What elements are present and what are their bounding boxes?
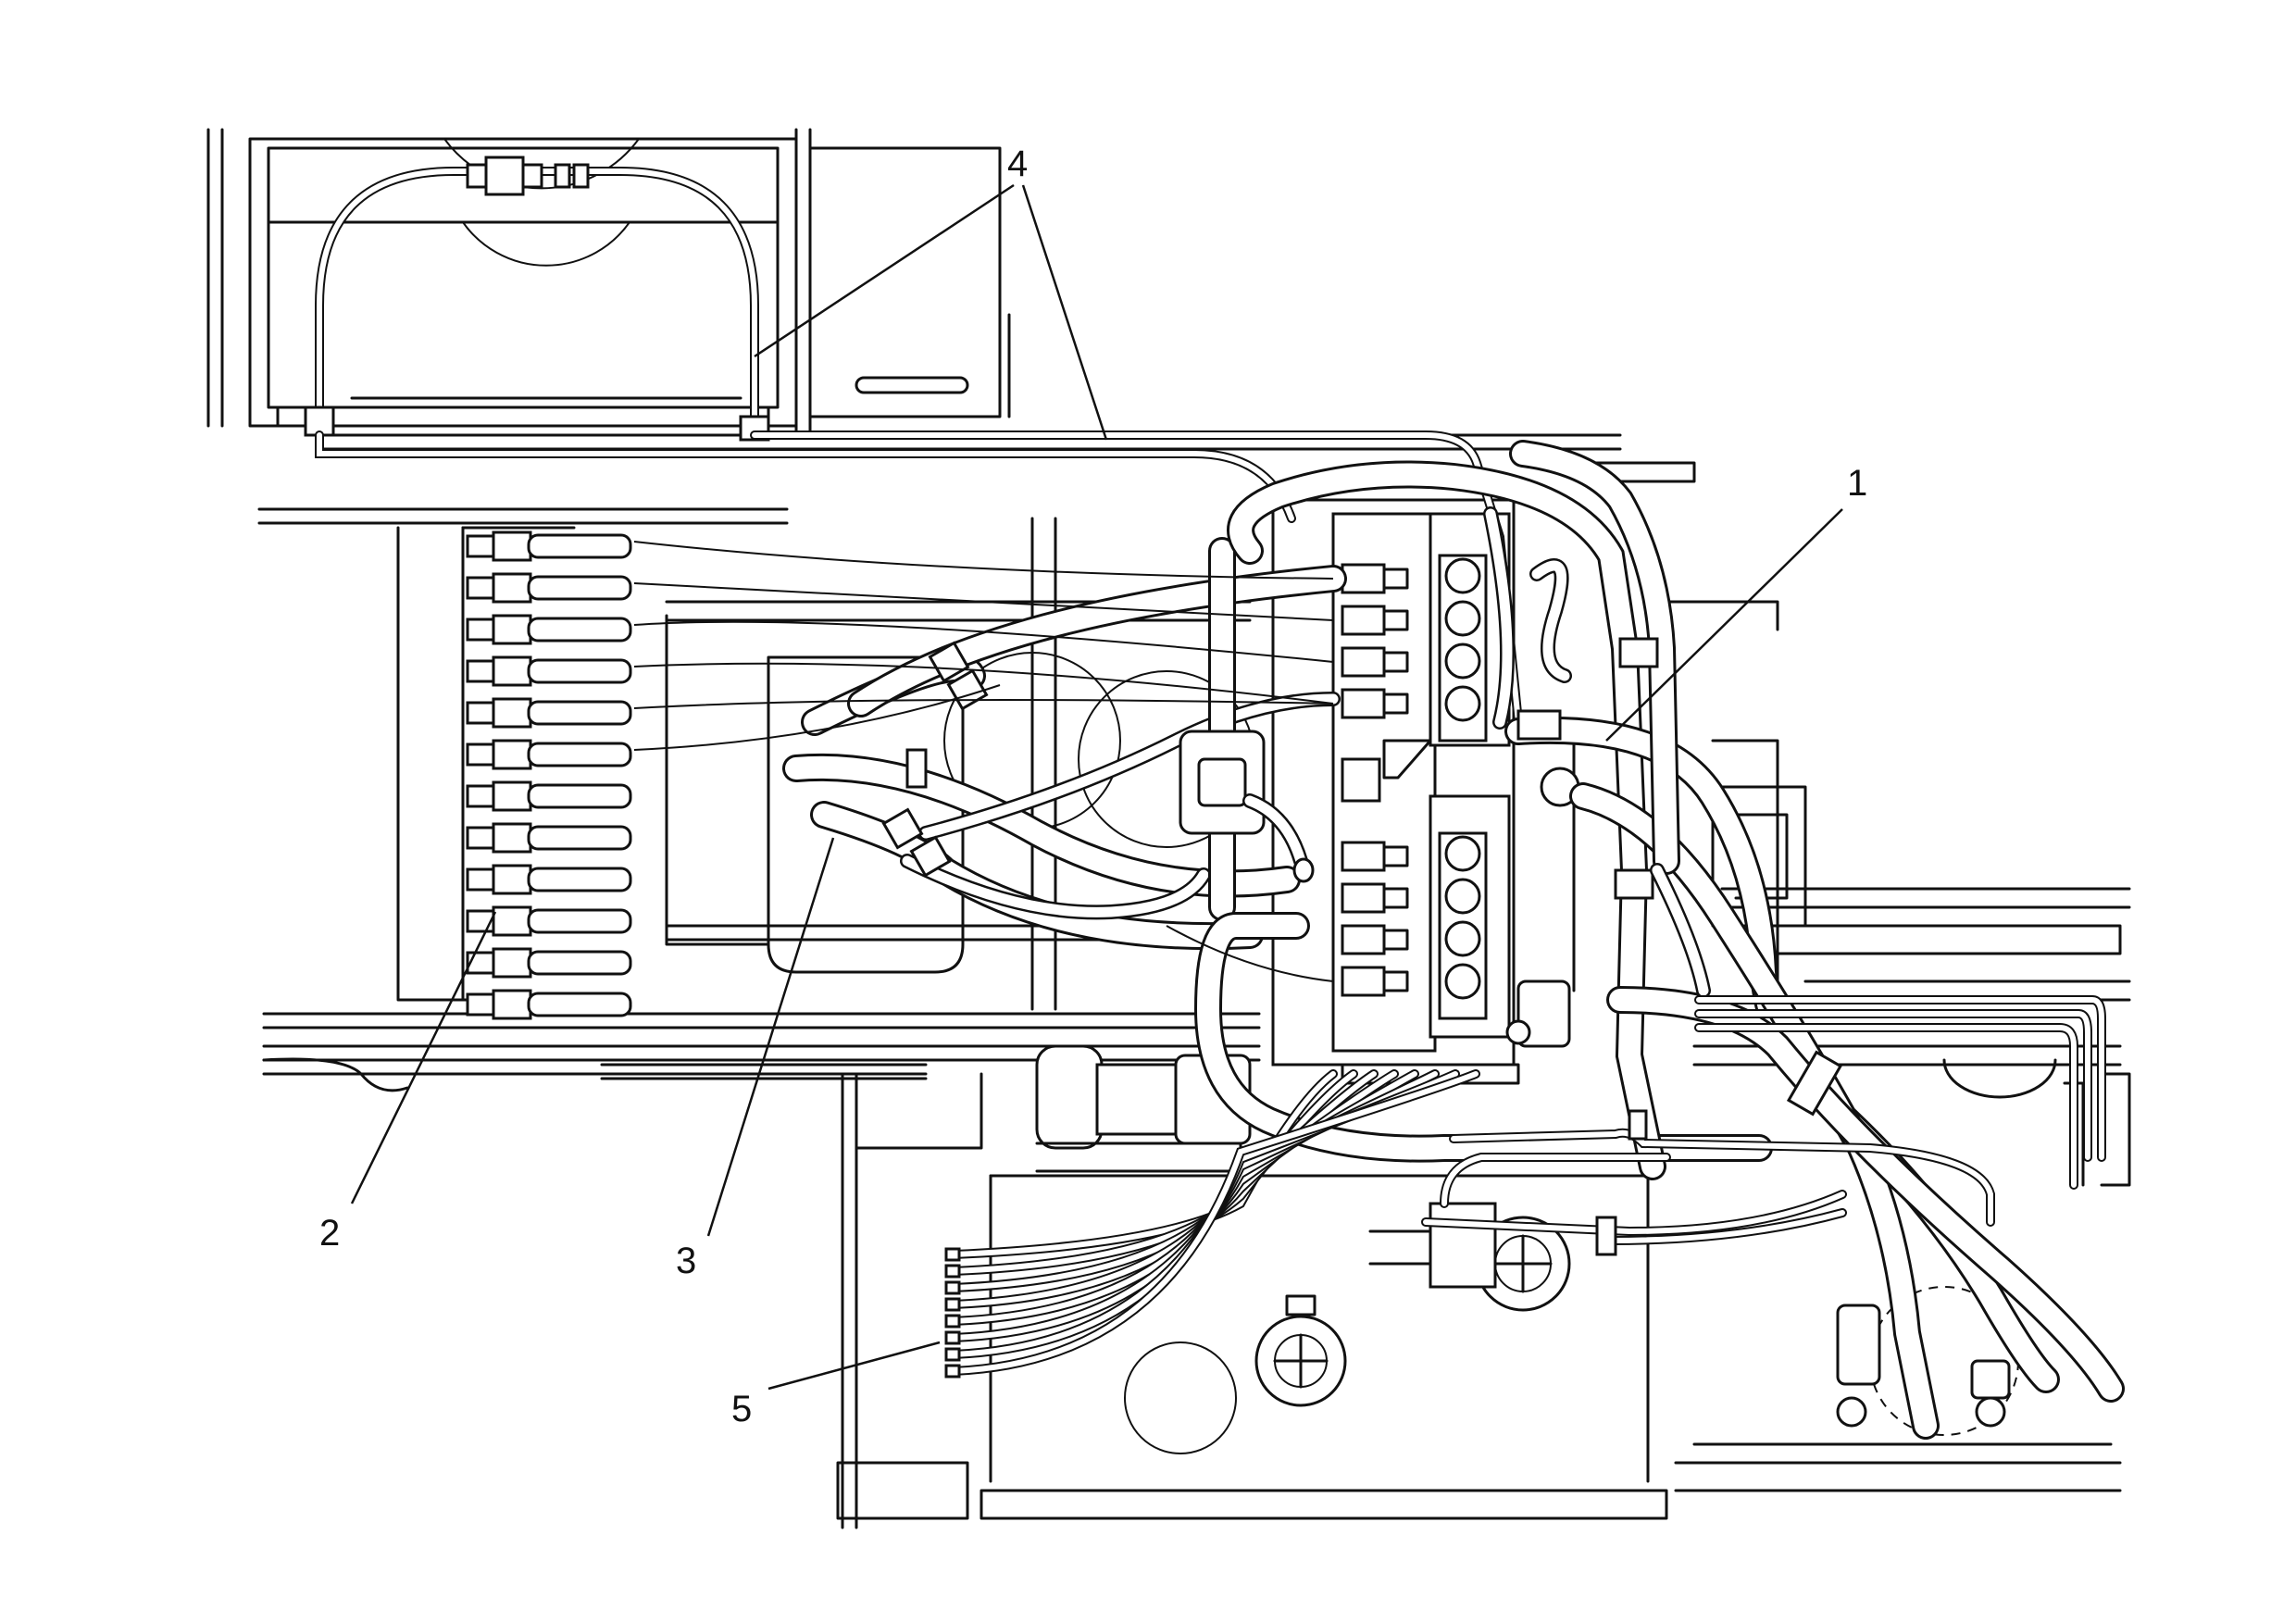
tube-bundle-end-fitting: [944, 1297, 961, 1312]
connector-bank-sleeve: [527, 950, 632, 976]
connector-bank-fitting: [466, 576, 497, 600]
connector-bank-plug: [492, 530, 532, 562]
connector-bank-fitting: [466, 534, 497, 558]
connector-bank-plug: [492, 614, 532, 645]
connector-bank-sleeve: [527, 742, 632, 767]
connector-bank-plug: [492, 864, 532, 895]
connector-bank-plug: [492, 655, 532, 687]
connector-bank-sleeve: [527, 783, 632, 809]
connector-bank-plug: [492, 739, 532, 770]
connector-bank-fitting: [466, 951, 497, 975]
connector-bank-plug: [492, 905, 532, 937]
tube-bundle-end-fitting: [944, 1314, 961, 1329]
connector-bank-plug: [492, 989, 532, 1020]
valve-manifold: [1271, 498, 1580, 1085]
connector-bank-fitting: [466, 784, 497, 808]
connector-bank-sleeve: [527, 658, 632, 684]
connector-bank-fitting: [466, 659, 497, 683]
tube-bundle-end-fitting: [944, 1330, 961, 1345]
connector-bank-fitting: [466, 742, 497, 767]
callout-4: 4: [1007, 143, 1028, 184]
callout-2: 2: [319, 1213, 340, 1254]
tube-bundle-end-fitting: [944, 1280, 961, 1295]
connector-bank-plug: [492, 780, 532, 812]
connector-lines: [633, 541, 1334, 982]
connector-bank-sleeve: [527, 533, 632, 559]
connector-bank-sleeve: [527, 867, 632, 892]
connector-bank-plug: [492, 572, 532, 604]
tube-bundle-end-fitting: [944, 1247, 961, 1262]
tube-bundle-5: [944, 1069, 1480, 1379]
tube-bundle-end-fitting: [944, 1364, 961, 1379]
center-hose: [1179, 537, 1315, 921]
connector-bank-fitting: [466, 992, 497, 1017]
connector-bank-fitting: [466, 618, 497, 642]
connector-bank-fitting: [466, 867, 497, 892]
connector-bank-2: [461, 526, 632, 1020]
connector-bank-plug: [492, 697, 532, 729]
connector-bank-sleeve: [527, 700, 632, 726]
callouts: 1 2 3 4 5: [319, 143, 1867, 1429]
connector-bank-plug: [492, 947, 532, 979]
connector-bank-sleeve: [527, 575, 632, 601]
connector-bank-fitting: [466, 826, 497, 850]
callout-5: 5: [731, 1389, 752, 1429]
callout-1: 1: [1847, 463, 1867, 504]
tube-bundle-end-fitting: [944, 1347, 961, 1362]
connector-bank-sleeve: [527, 825, 632, 851]
connector-bank-sleeve: [527, 617, 632, 643]
connector-bank-sleeve: [527, 908, 632, 934]
right-tube-bundle: [1421, 995, 2106, 1256]
connector-bank-plug: [492, 822, 532, 854]
callout-3: 3: [676, 1241, 696, 1281]
tube-bundle-end-fitting: [944, 1264, 961, 1279]
connector-bank-fitting: [466, 701, 497, 725]
connector-bank-sleeve: [527, 992, 632, 1017]
